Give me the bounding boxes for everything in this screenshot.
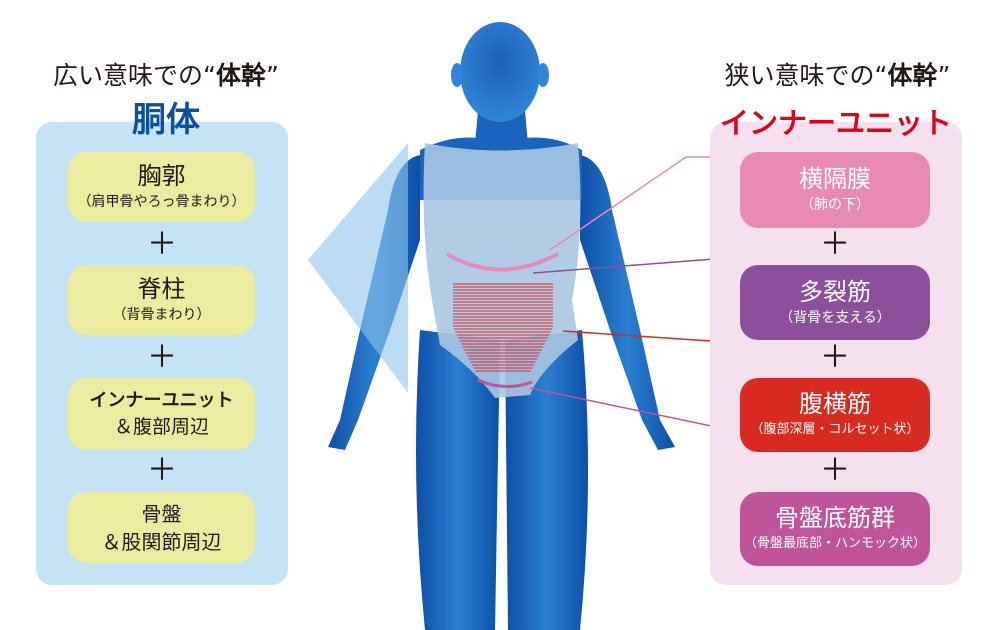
plus-icon: ＋ (147, 340, 177, 375)
item-sub: （背骨を支える） (779, 309, 891, 326)
right-item-transverse-abdominis: 腹横筋 （腹部深層・コルセット状） (740, 378, 930, 452)
plus-icon: ＋ (147, 453, 177, 488)
item-title: 骨盤 (141, 501, 182, 526)
right-heading-bold: 体幹 (887, 61, 938, 90)
connector-multifidus (532, 256, 741, 274)
item-title: 骨盤底筋群 (775, 504, 895, 532)
item-sub: ＆股関節周辺 (101, 529, 222, 554)
item-sub: （背骨まわり） (112, 307, 211, 323)
plus-icon: ＋ (820, 453, 850, 488)
torso-highlight-triangle (308, 143, 408, 393)
left-item-pelvis: 骨盤 ＆股関節周辺 (68, 492, 255, 563)
plus-icon: ＋ (147, 227, 177, 262)
plus-icon: ＋ (820, 227, 850, 262)
left-heading: 広い意味での“体幹” (36, 56, 296, 92)
left-heading-bold: 体幹 (215, 61, 266, 90)
transverse-abdominis-stripes (453, 283, 553, 372)
left-title: 胴体 (132, 100, 200, 140)
plus-icon: ＋ (820, 340, 850, 375)
connector-pelvic-floor (529, 387, 741, 433)
pelvic-floor-arc (477, 378, 533, 388)
left-item-inner-unit: インナーユニット ＆腹部周辺 (68, 378, 255, 450)
right-item-pelvic-floor: 骨盤底筋群 （骨盤最底部・ハンモック状） (740, 492, 930, 566)
right-item-multifidus: 多裂筋 （背骨を支える） (740, 265, 930, 340)
right-title: インナーユニット (719, 106, 952, 140)
item-title: 多裂筋 (799, 277, 871, 306)
item-sub: ＆腹部周辺 (113, 416, 209, 438)
item-title: 脊柱 (137, 275, 186, 303)
right-item-diaphragm: 横隔膜 （肺の下） (740, 152, 930, 228)
item-sub: （腹部深層・コルセット状） (750, 422, 920, 437)
item-sub: （肩甲骨やろっ骨まわり） (77, 194, 246, 210)
item-title: インナーユニット (89, 390, 234, 411)
left-item-thorax: 胸郭 （肩甲骨やろっ骨まわり） (68, 152, 255, 222)
item-sub: （骨盤最底部・ハンモック状） (743, 536, 926, 551)
item-title: 腹横筋 (799, 390, 871, 418)
right-heading-prefix: 狭い意味での“ (724, 61, 888, 90)
item-title: 胸郭 (137, 162, 186, 190)
right-heading: 狭い意味での“体幹” (705, 56, 970, 92)
item-title: 横隔膜 (799, 165, 871, 193)
left-item-spine: 脊柱 （背骨まわり） (68, 265, 255, 335)
left-heading-suffix: ” (266, 61, 279, 90)
diaphragm-arc (445, 252, 559, 272)
right-heading-suffix: ” (937, 61, 951, 90)
left-heading-prefix: 広い意味での“ (53, 61, 216, 90)
item-sub: （肺の下） (800, 197, 870, 213)
